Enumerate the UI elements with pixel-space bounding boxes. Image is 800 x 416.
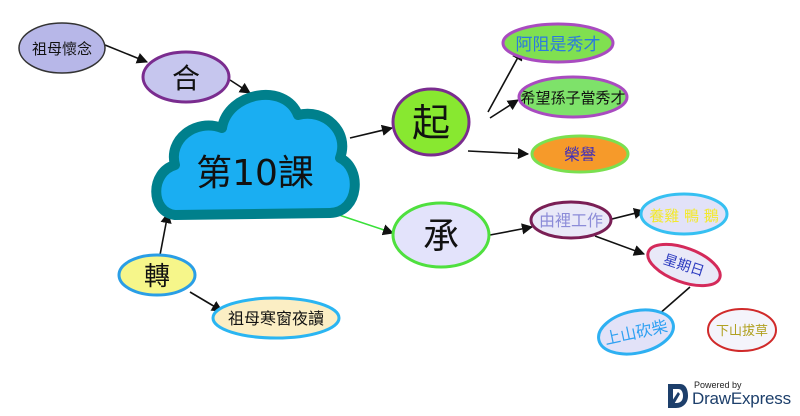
node-dushu-label: 祖母寒窗夜讀 bbox=[228, 309, 324, 328]
node-gongzuo-label: 由裡工作 bbox=[539, 211, 603, 230]
node-zhuan-label: 轉 bbox=[144, 262, 170, 292]
node-cheng-label: 承 bbox=[423, 216, 459, 257]
powered-by-text: Powered by bbox=[694, 380, 742, 390]
brand-name: DrawExpress bbox=[692, 389, 791, 408]
node-xingqi[interactable]: 星期日 bbox=[642, 236, 725, 294]
node-gongzuo[interactable]: 由裡工作 bbox=[529, 200, 613, 240]
node-qi[interactable]: 起 bbox=[391, 87, 471, 157]
node-kanchai[interactable]: 上山砍柴 bbox=[594, 304, 677, 361]
node-cheng[interactable]: 承 bbox=[391, 201, 491, 269]
edge-he-center bbox=[229, 79, 251, 94]
node-bacao[interactable]: 下山拔草 bbox=[707, 308, 777, 352]
node-xiucai-label: 阿阻是秀才 bbox=[516, 35, 601, 55]
node-he-label: 合 bbox=[172, 62, 200, 95]
edge-qi-rongyu bbox=[467, 147, 530, 160]
node-xiucai[interactable]: 阿阻是秀才 bbox=[501, 22, 615, 64]
node-jiya[interactable]: 養雞 鴨 鵝 bbox=[639, 192, 729, 236]
edge-gongzuo-xingqi bbox=[594, 235, 646, 256]
branding: Powered by DrawExpress bbox=[664, 378, 794, 412]
node-xiwang-label: 希望孫子當秀才 bbox=[520, 89, 625, 107]
node-huainian-label: 祖母懷念 bbox=[32, 40, 92, 58]
node-rongyu[interactable]: 榮譽 bbox=[530, 134, 630, 174]
edge-gongzuo-jiya bbox=[607, 208, 646, 221]
node-zhuan[interactable]: 轉 bbox=[117, 253, 197, 297]
drawexpress-logo-icon bbox=[668, 384, 688, 408]
edge-cheng-gongzuo bbox=[489, 223, 534, 236]
node-he[interactable]: 合 bbox=[141, 50, 231, 104]
edge-qi-xiwang bbox=[489, 99, 519, 119]
edge-he-huainian bbox=[104, 44, 149, 64]
node-dushu[interactable]: 祖母寒窗夜讀 bbox=[211, 296, 341, 340]
node-rongyu-label: 榮譽 bbox=[564, 145, 596, 164]
node-xiwang[interactable]: 希望孫子當秀才 bbox=[517, 75, 629, 119]
edge-zhuan-center bbox=[159, 211, 172, 256]
node-jiya-label: 養雞 鴨 鵝 bbox=[649, 207, 719, 225]
node-huainian[interactable]: 祖母懷念 bbox=[18, 22, 106, 74]
node-bacao-label: 下山拔草 bbox=[716, 324, 768, 339]
edge-zhuan-dushu bbox=[189, 291, 223, 312]
center-label: 第10課 bbox=[196, 153, 314, 194]
node-qi-label: 起 bbox=[412, 101, 450, 145]
edge-center-qi bbox=[349, 124, 394, 139]
center-cloud[interactable]: 第10課 bbox=[151, 89, 360, 220]
edge-qi-xiucai bbox=[487, 49, 523, 113]
